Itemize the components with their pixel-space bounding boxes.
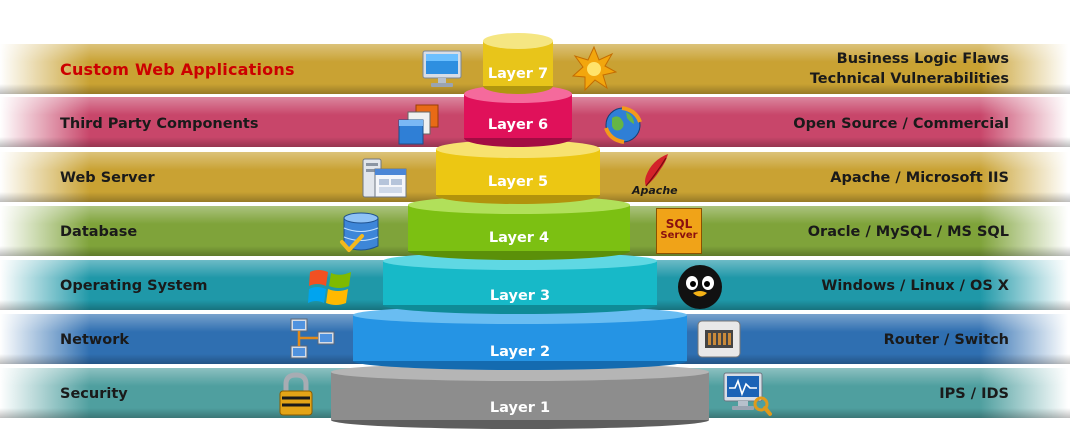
- left-label-layer2: Network: [60, 332, 130, 348]
- tier-layer7: Layer 7: [483, 32, 553, 96]
- right-label-layer5: Apache / Microsoft IIS: [830, 170, 1009, 186]
- windows-stack-icon: [396, 103, 442, 147]
- monitor-icon: [420, 49, 464, 89]
- tier-label-layer1: Layer 1: [489, 400, 551, 416]
- tier-label-layer6: Layer 6: [487, 117, 549, 133]
- left-label-layer6: Third Party Components: [60, 116, 259, 132]
- padlock-icon: [276, 372, 316, 418]
- server-window-icon: [360, 155, 408, 201]
- tier-label-layer4: Layer 4: [488, 230, 550, 246]
- left-label-layer4: Database: [60, 224, 138, 240]
- tier-label-layer3: Layer 3: [489, 288, 551, 304]
- tier-label-layer5: Layer 5: [487, 174, 549, 190]
- right-label-layer6: Open Source / Commercial: [793, 116, 1009, 132]
- globe-sync-icon: [600, 102, 646, 148]
- left-label-layer7: Custom Web Applications: [60, 60, 295, 79]
- right-label-layer4: Oracle / MySQL / MS SQL: [807, 224, 1009, 240]
- right-label-layer1: IPS / IDS: [939, 386, 1009, 402]
- database-check-icon: [338, 210, 384, 256]
- sql-server-label-sql: SQL: [665, 217, 693, 231]
- left-label-layer5: Web Server: [60, 170, 155, 186]
- linux-penguin-icon: [676, 263, 724, 311]
- tier-label-layer7: Layer 7: [487, 66, 549, 82]
- sql-server-label-server: Server: [660, 230, 698, 241]
- right-label-layer3: Windows / Linux / OS X: [821, 278, 1009, 294]
- right-label-layer7: Business Logic Flaws Technical Vulnerabi…: [810, 49, 1009, 89]
- right-label-layer7-line2: Technical Vulnerabilities: [809, 71, 1009, 87]
- tier-layer1: Layer 1: [331, 362, 709, 430]
- tier-label-layer2: Layer 2: [489, 344, 551, 360]
- apache-feather-label: Apache: [632, 184, 678, 197]
- left-label-layer1: Security: [60, 386, 128, 402]
- tier-layer4: Layer 4: [408, 195, 630, 261]
- right-label-layer7-line1: Business Logic Flaws: [836, 51, 1009, 67]
- network-computers-icon: [288, 316, 338, 362]
- apache-feather-icon: Apache: [630, 152, 680, 198]
- monitor-inspect-icon: [722, 370, 772, 418]
- left-label-layer3: Operating System: [60, 278, 208, 294]
- starburst-icon: [571, 46, 617, 92]
- sql-server-icon: SQL Server: [656, 208, 702, 254]
- router-icon: [697, 320, 741, 358]
- windows-logo-icon: [306, 264, 356, 310]
- tier-layer5: Layer 5: [436, 139, 600, 205]
- right-label-layer2: Router / Switch: [883, 332, 1009, 348]
